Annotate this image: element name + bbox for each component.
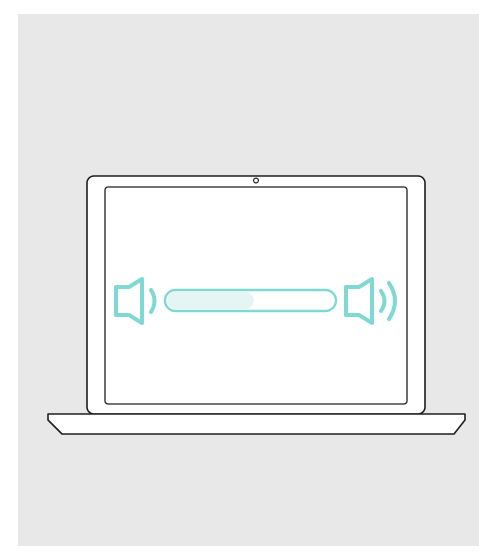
volume-slider[interactable]	[165, 290, 336, 311]
camera-icon	[254, 178, 259, 183]
volume-slider-fill	[167, 292, 254, 309]
laptop-base	[48, 414, 465, 434]
